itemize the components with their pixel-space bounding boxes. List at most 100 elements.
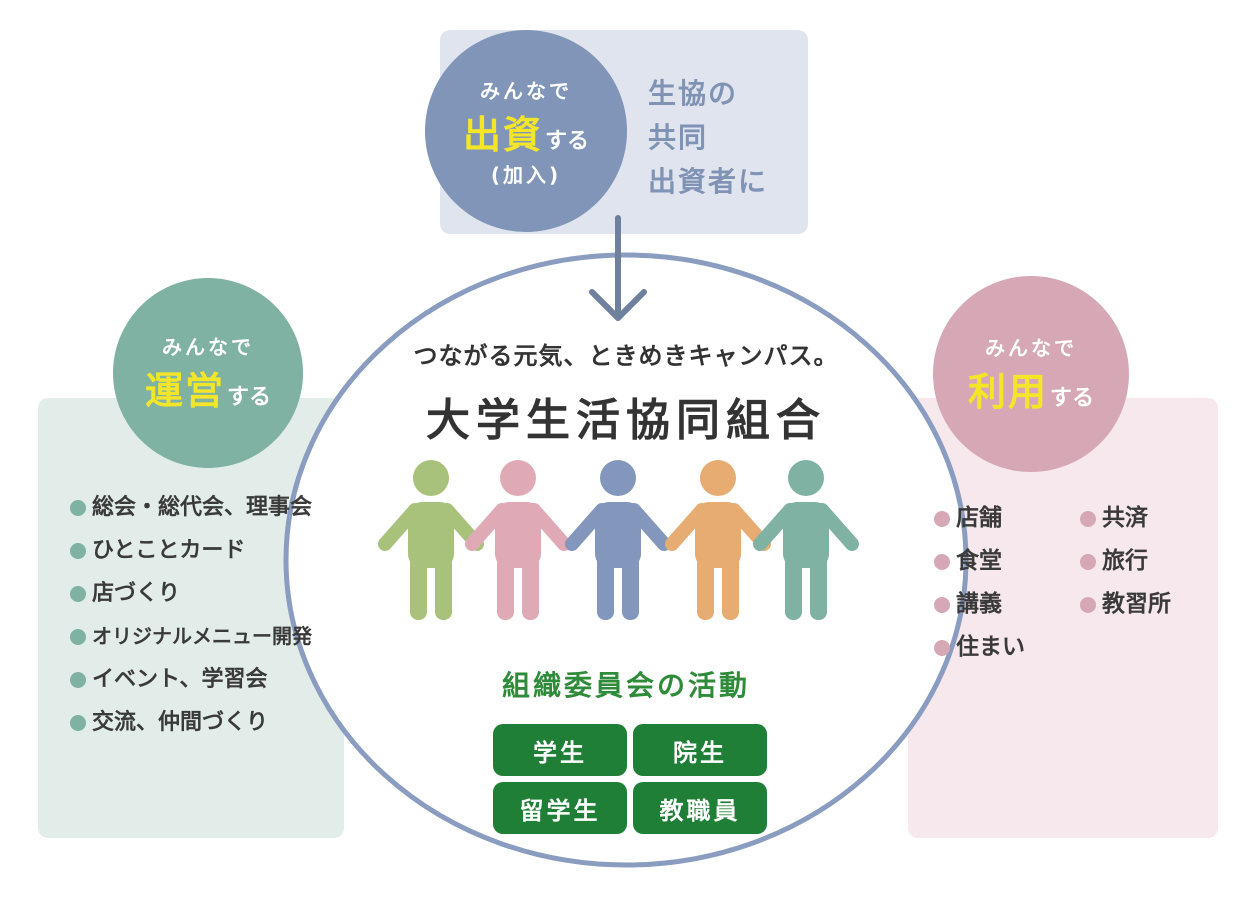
list-item: ひとことカード xyxy=(70,529,312,572)
list-item-label: 共済 xyxy=(1102,505,1148,531)
person-icon xyxy=(753,460,859,620)
shared-investment-text: 生協の 共同 出資者に xyxy=(648,72,798,204)
person-icon xyxy=(378,460,484,620)
list-item: 住まい xyxy=(934,626,1025,669)
list-item: 店づくり xyxy=(70,572,312,615)
bullet-icon xyxy=(1080,596,1096,613)
tagline: つながる元気、ときめきキャンパス。 xyxy=(413,342,839,370)
person-leg xyxy=(522,550,539,620)
invest-circle: みんなで 出資 する (加入) xyxy=(425,30,627,232)
person-arm xyxy=(753,503,797,551)
operate-list: 総会・総代会、理事会 ひとことカード 店づくり オリジナルメニュー開発 イベント… xyxy=(70,486,312,744)
list-item: 旅行 xyxy=(1080,540,1171,583)
list-item-label: 講義 xyxy=(956,591,1002,617)
list-item: イベント、学習会 xyxy=(70,658,312,701)
person-icon xyxy=(465,460,571,620)
list-item-label: ひとことカード xyxy=(92,538,246,563)
person-arm xyxy=(627,503,671,551)
person-leg xyxy=(697,550,714,620)
committee-badge-faculty: 教職員 xyxy=(633,782,767,834)
bullet-icon xyxy=(70,714,86,731)
circle-headline: 運営 する xyxy=(145,360,271,415)
panel-line: 出資者に xyxy=(648,165,769,198)
person-icon xyxy=(665,460,771,620)
list-item: オリジナルメニュー開発 xyxy=(70,615,312,658)
person-leg xyxy=(622,550,639,620)
committee-badge-international: 留学生 xyxy=(493,782,627,834)
person-head xyxy=(600,460,636,496)
person-leg xyxy=(722,550,739,620)
list-item: 共済 xyxy=(1080,497,1171,540)
circle-suffix: する xyxy=(1050,386,1095,411)
person-leg xyxy=(597,550,614,620)
use-list-col2: 共済 旅行 教習所 xyxy=(1080,497,1171,626)
list-item-label: 旅行 xyxy=(1102,548,1148,574)
circle-line: みんなで xyxy=(480,78,572,103)
bullet-icon xyxy=(934,596,950,613)
list-item: 交流、仲間づくり xyxy=(70,701,312,744)
circle-headline: 利用 する xyxy=(968,361,1094,416)
circle-line: みんなで xyxy=(162,335,254,359)
person-arm xyxy=(378,503,422,551)
list-item: 店舗 xyxy=(934,497,1025,540)
person-leg xyxy=(497,550,514,620)
operate-circle: みんなで 運営 する xyxy=(113,278,303,468)
committee-badge-students: 学生 xyxy=(493,724,627,776)
list-item: 教習所 xyxy=(1080,583,1171,626)
person-head xyxy=(788,460,824,496)
panel-line: 生協の xyxy=(648,77,739,110)
person-leg xyxy=(435,550,452,620)
person-arm xyxy=(815,503,859,551)
use-list-col1: 店舗 食堂 講義 住まい xyxy=(934,497,1025,669)
circle-keyword: 利用 xyxy=(967,370,1048,414)
person-leg xyxy=(810,550,827,620)
bullet-icon xyxy=(70,499,86,516)
circle-note: (加入) xyxy=(490,162,562,187)
committee-title: 組織委員会の活動 xyxy=(501,669,750,702)
bullet-icon xyxy=(70,542,86,559)
down-arrow-icon xyxy=(589,215,647,321)
bullet-icon xyxy=(934,639,950,656)
circle-headline: 出資 する xyxy=(463,104,589,159)
list-item-label: 住まい xyxy=(956,634,1025,660)
person-arm xyxy=(465,503,509,551)
panel-line: 共同 xyxy=(648,121,709,154)
bullet-icon xyxy=(70,585,86,602)
circle-keyword: 運営 xyxy=(144,369,225,413)
person-leg xyxy=(410,550,427,620)
committee-badge-graduates: 院生 xyxy=(633,724,767,776)
person-head xyxy=(500,460,536,496)
circle-suffix: する xyxy=(545,128,590,154)
bullet-icon xyxy=(1080,510,1096,527)
person-leg xyxy=(785,550,802,620)
person-head xyxy=(700,460,736,496)
list-item-label: オリジナルメニュー開発 xyxy=(92,624,312,648)
list-item-label: イベント、学習会 xyxy=(92,667,268,692)
circle-line: みんなで xyxy=(985,336,1077,360)
list-item: 講義 xyxy=(934,583,1025,626)
list-item-label: 交流、仲間づくり xyxy=(92,710,269,735)
members-figures xyxy=(378,460,859,620)
page-title: 大学生活協同組合 xyxy=(426,395,826,446)
list-item-label: 食堂 xyxy=(956,548,1002,574)
bullet-icon xyxy=(70,628,86,645)
circle-suffix: する xyxy=(227,385,272,410)
bullet-icon xyxy=(934,553,950,570)
person-arm xyxy=(527,503,571,551)
list-item: 食堂 xyxy=(934,540,1025,583)
list-item-label: 教習所 xyxy=(1102,591,1171,617)
person-arm xyxy=(665,503,709,551)
list-item-label: 総会・総代会、理事会 xyxy=(92,495,313,520)
bullet-icon xyxy=(1080,553,1096,570)
bullet-icon xyxy=(70,671,86,688)
use-circle: みんなで 利用 する xyxy=(933,276,1129,472)
circle-keyword: 出資 xyxy=(462,112,543,157)
list-item-label: 店づくり xyxy=(92,581,181,606)
bullet-icon xyxy=(934,510,950,527)
list-item-label: 店舗 xyxy=(956,505,1002,531)
person-icon xyxy=(565,460,671,620)
list-item: 総会・総代会、理事会 xyxy=(70,486,312,529)
person-head xyxy=(413,460,449,496)
person-arm xyxy=(565,503,609,551)
